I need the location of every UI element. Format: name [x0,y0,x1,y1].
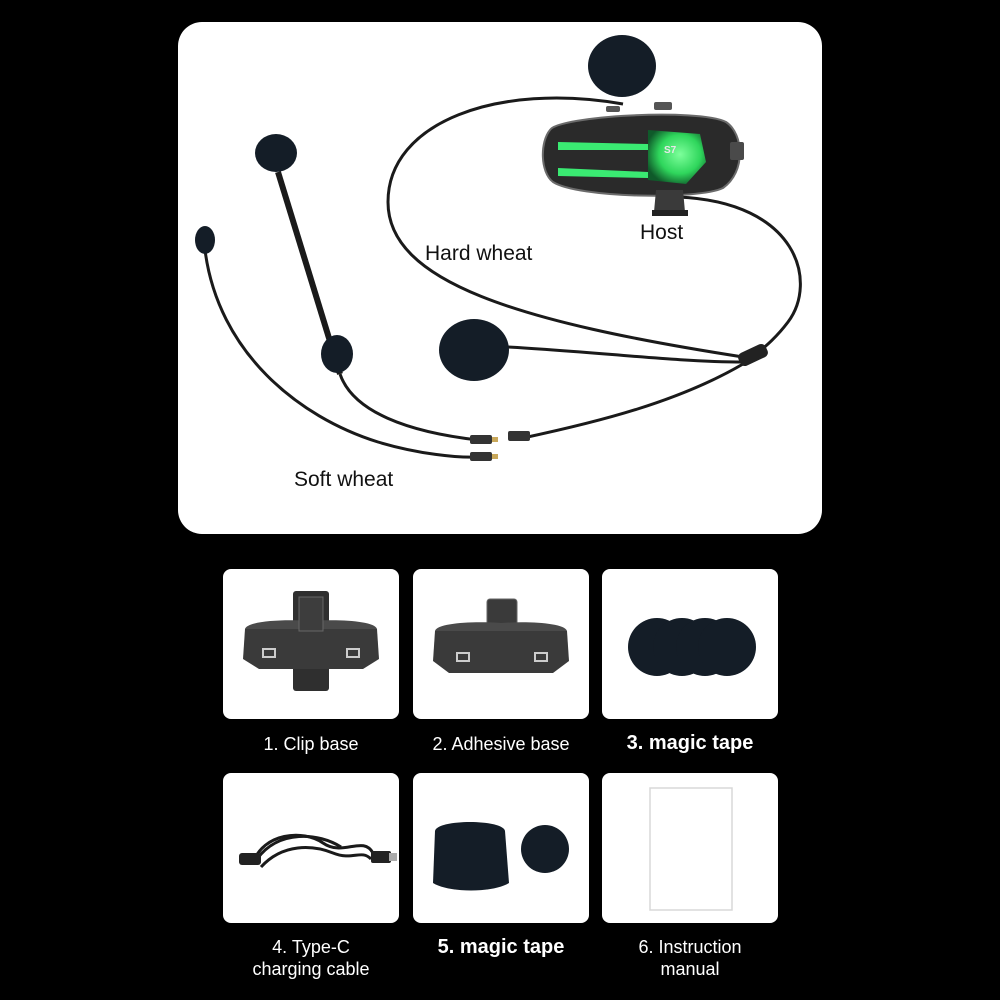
soft-mic-foam [195,226,215,254]
accessory-instruction-manual [602,773,778,923]
accessory-adhesive-base [413,569,589,719]
caption-magic-tape-2: 5. magic tape [437,936,565,958]
top-speaker-cable [386,96,744,359]
host-cable [677,195,802,359]
magic-tape-pads-image [433,822,569,891]
caption-charging-cable-line2: charging cable [252,959,370,979]
charging-cable-image [239,833,397,869]
device-model-text: S7 [664,145,677,156]
hard-mic-foam [255,134,297,172]
accessory-clip-base [223,569,399,719]
caption-magic-tape-1: 3. magic tape [626,732,754,754]
instruction-manual-image [649,787,733,911]
caption-adhesive-base: 2. Adhesive base [432,734,570,754]
headset-diagram: S7 [195,35,802,461]
caption-instruction-manual: 6. Instruction manual [602,936,778,980]
accessory-magic-tape-2 [413,773,589,923]
host-device: S7 [541,102,744,216]
cable-junction [738,343,768,367]
caption-instruction-manual-line1: 6. Instruction [638,937,742,957]
top-speaker-pad [588,35,656,97]
product-diagram-panel: S7 Host Hard wheat Soft wheat [178,22,822,534]
label-soft-wheat: Soft wheat [294,468,394,491]
caption-charging-cable-line1: 4. Type-C [272,937,350,957]
caption-clip-base: 1. Clip base [263,734,359,754]
accessory-magic-tape-1 [602,569,778,719]
hard-mic-cable [338,373,479,442]
right-speaker-pad [439,319,509,381]
clip-base-image [243,591,379,691]
caption-instruction-manual-line2: manual [660,959,720,979]
hard-mic-pad [321,335,353,373]
connector-cable [522,362,744,440]
soft-mic-cable [203,249,479,459]
caption-charging-cable: 4. Type-C charging cable [223,936,399,980]
mic-connectors [470,431,530,461]
accessory-charging-cable [223,773,399,923]
magic-tape-discs-image [628,618,756,676]
label-hard-wheat: Hard wheat [425,242,533,265]
adhesive-base-image [433,598,569,673]
label-host: Host [640,221,684,244]
right-speaker-cable [507,345,744,364]
